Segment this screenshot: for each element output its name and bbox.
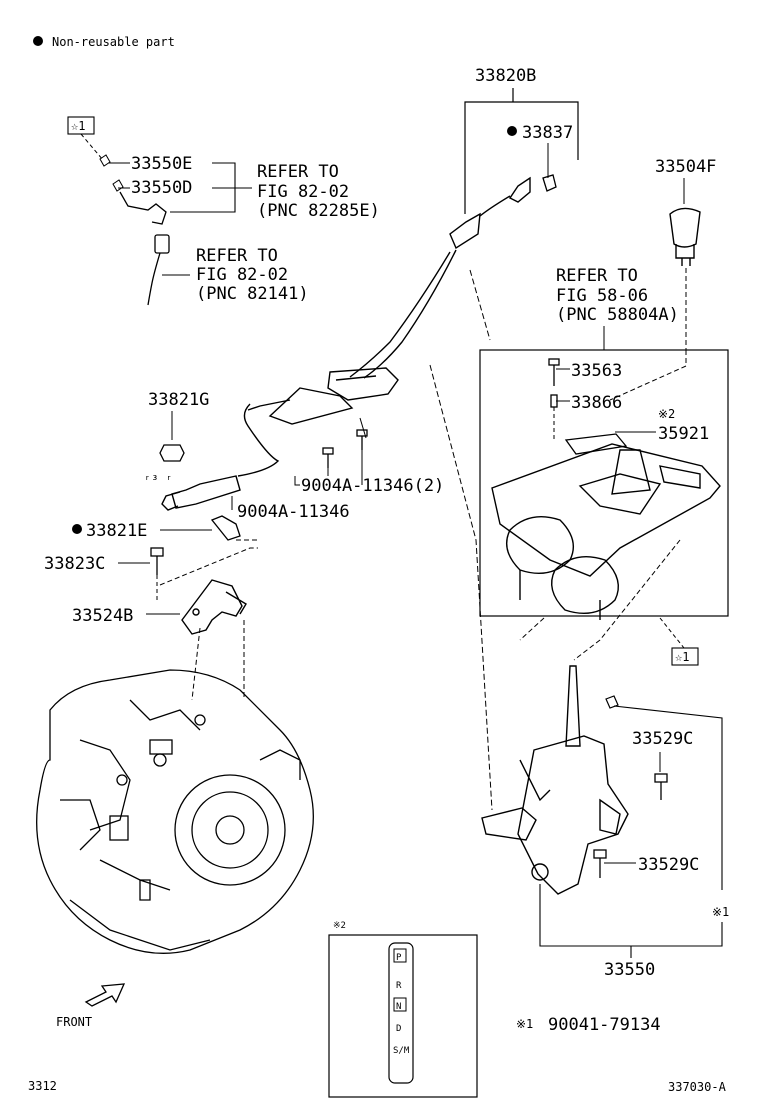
label-9004A-11346-2[interactable]: 9004A-11346(2) [301,476,444,496]
clip-33837 [542,174,557,192]
front-arrow-icon [84,983,126,1007]
legend-text: Non-reusable part [52,35,175,49]
shift-knob-33504F [669,207,701,266]
note2-inset-marker: ※2 [333,921,346,931]
front-label: FRONT [56,1015,92,1029]
page-code: 3312 [28,1079,57,1093]
label-33837[interactable]: 33837 [522,123,573,143]
label-9004A-11346[interactable]: 9004A-11346 [237,502,350,522]
ref2-line2: FIG 82-02 [196,265,288,285]
screw-33563 [548,358,560,386]
label-35921[interactable]: 35921 [658,424,709,444]
bolt-33529C-b [593,849,607,878]
ref1-line2: FIG 82-02 [257,182,349,202]
ref3-line3: (PNC 58804A) [556,305,679,325]
ref2-line1: REFER TO [196,246,278,266]
indicator-plate-35921 [564,433,628,455]
bracket-33524B [181,579,247,635]
ref3-line2: FIG 58-06 [556,286,648,306]
non-reusable-marker-icon [33,36,43,46]
bolt-33823C [150,547,164,575]
gear-sm: S/M [393,1046,410,1056]
label-33504F[interactable]: 33504F [655,157,716,177]
bolt-9004A-11346 [322,429,368,468]
ref1-line3: (PNC 82285E) [257,201,380,221]
non-reusable-marker-icon [507,126,517,136]
label-33550[interactable]: 33550 [604,960,655,980]
label-90041-79134[interactable]: 90041-79134 [548,1015,661,1035]
label-33821E[interactable]: 33821E [86,521,147,541]
shift-cable-33820B [161,176,531,511]
harness-connector [119,191,170,306]
ref3-line1: REFER TO [556,266,638,286]
label-33866[interactable]: 33866 [571,393,622,413]
gear-d: D [396,1024,401,1034]
label-33563[interactable]: 33563 [571,361,622,381]
shift-gate-plate [388,942,414,1084]
shift-pattern-inset [328,934,478,1098]
label-33524B[interactable]: 33524B [72,606,133,626]
note1-marker-a: ※1 [712,905,729,919]
label-33529C-a[interactable]: 33529C [632,729,693,749]
star-ref-label: ☆1 [71,119,85,133]
ref1-line1: REFER TO [257,162,339,182]
note2-marker: ※2 [658,407,675,421]
figure-code: 337030-A [668,1080,727,1094]
label-33820B[interactable]: 33820B [475,66,536,86]
gear-n: N [396,1002,401,1012]
nut-33821G [159,444,185,462]
note1-marker-b: ※1 [516,1017,533,1031]
label-33821G[interactable]: 33821G [148,390,209,410]
label-33823C[interactable]: 33823C [44,554,105,574]
label-33550D[interactable]: 33550D [131,178,192,198]
gear-p: P [396,953,402,963]
console-panel [491,443,721,620]
non-reusable-marker-icon [72,524,82,534]
star-ref-label-2: ☆1 [675,650,689,664]
clip-33821E [210,515,241,541]
star-ref-box-2 [671,647,699,666]
ref2-line3: (PNC 82141) [196,284,309,304]
label-33550E[interactable]: 33550E [131,154,192,174]
console-ref-box [479,349,729,617]
gear-r: R [396,981,402,991]
label-33529C-b[interactable]: 33529C [638,855,699,875]
transaxle-assembly [36,669,314,954]
shift-lever-assembly-33550 [481,665,629,895]
bolt-33529C-a [654,773,668,800]
svg-text:ᵣ₃ ᵣ: ᵣ₃ ᵣ [144,469,173,483]
